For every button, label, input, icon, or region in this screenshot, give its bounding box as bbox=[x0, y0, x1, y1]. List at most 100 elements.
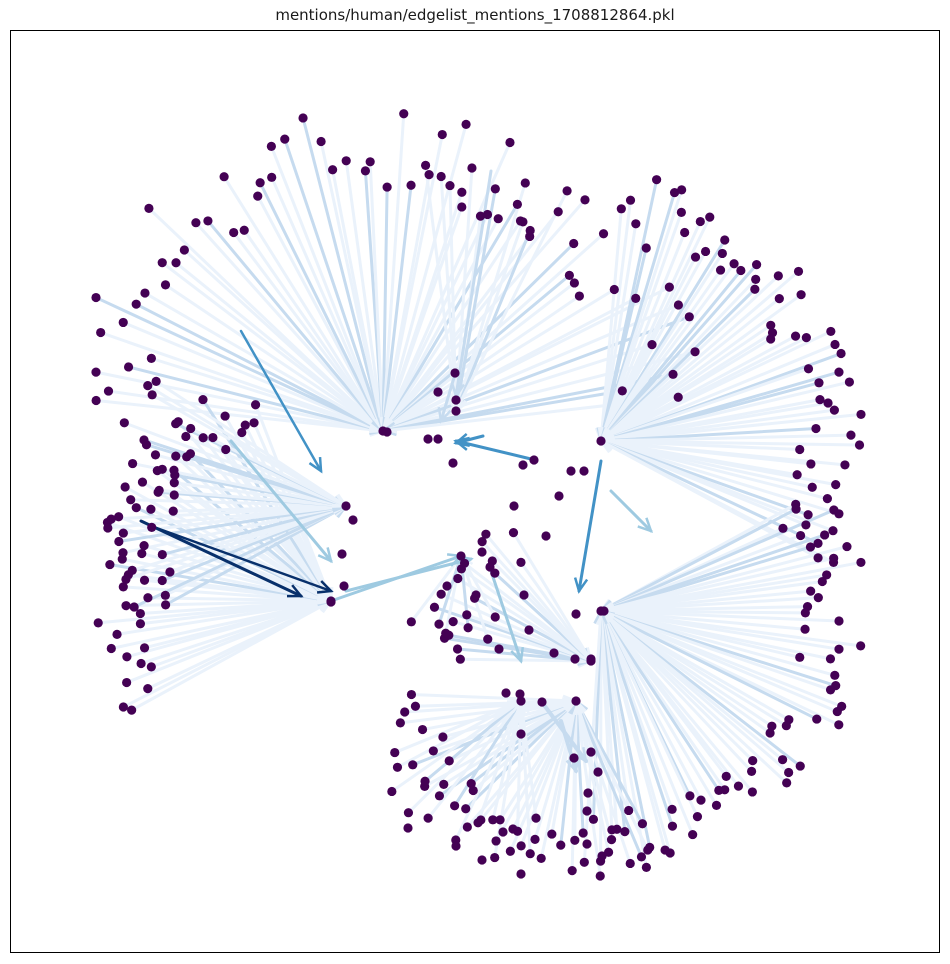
edge bbox=[454, 189, 569, 413]
graph-node bbox=[451, 841, 461, 851]
graph-node bbox=[531, 813, 541, 823]
graph-node bbox=[541, 531, 551, 541]
edge bbox=[423, 699, 523, 783]
graph-node bbox=[625, 858, 635, 869]
graph-node bbox=[667, 821, 678, 831]
graph-node bbox=[387, 786, 397, 797]
graph-node bbox=[525, 225, 535, 236]
graph-node bbox=[676, 207, 686, 218]
graph-node bbox=[516, 841, 526, 851]
edge bbox=[163, 283, 385, 433]
edge bbox=[599, 609, 841, 651]
graph-node bbox=[828, 526, 838, 536]
graph-node bbox=[198, 433, 208, 443]
graph-node bbox=[150, 450, 161, 460]
graph-node bbox=[796, 290, 806, 300]
edge bbox=[109, 599, 333, 651]
graph-node bbox=[825, 685, 836, 695]
graph-node bbox=[127, 565, 137, 575]
graph-node bbox=[811, 423, 821, 434]
graph-node bbox=[525, 849, 535, 859]
graph-node bbox=[221, 444, 231, 455]
graph-node bbox=[395, 718, 405, 728]
edge-strong-arrow bbox=[453, 432, 470, 447]
edge bbox=[381, 212, 489, 433]
graph-node bbox=[477, 855, 487, 865]
graph-node bbox=[547, 829, 557, 839]
graph-node bbox=[667, 804, 677, 814]
edge bbox=[463, 561, 593, 663]
graph-node bbox=[685, 791, 695, 801]
graph-node bbox=[139, 541, 149, 551]
graph-node bbox=[696, 795, 706, 805]
edge bbox=[599, 274, 780, 443]
edge bbox=[157, 488, 348, 508]
graph-node bbox=[436, 171, 446, 182]
graph-node bbox=[420, 776, 430, 786]
graph-node bbox=[406, 617, 416, 627]
graph-node bbox=[580, 195, 590, 205]
graph-node bbox=[471, 590, 481, 600]
graph-node bbox=[462, 610, 472, 620]
edge bbox=[242, 228, 385, 433]
edge bbox=[206, 219, 385, 433]
edge bbox=[381, 205, 464, 433]
graph-node bbox=[795, 761, 805, 771]
graph-node bbox=[844, 377, 855, 387]
graph-node bbox=[800, 608, 810, 618]
graph-node bbox=[139, 435, 149, 445]
edge bbox=[599, 230, 687, 443]
graph-node bbox=[673, 300, 684, 310]
edge bbox=[454, 187, 497, 413]
graph-node bbox=[437, 129, 447, 140]
graph-node bbox=[795, 652, 805, 662]
graph-node bbox=[586, 747, 596, 757]
edge-strong bbox=[454, 169, 493, 398]
edge bbox=[599, 609, 839, 714]
graph-node bbox=[690, 347, 700, 357]
edge bbox=[599, 439, 813, 466]
graph-node bbox=[820, 530, 830, 540]
graph-node bbox=[137, 548, 147, 559]
edge bbox=[174, 261, 385, 433]
graph-node bbox=[429, 602, 440, 612]
edge bbox=[599, 269, 801, 443]
graph-node bbox=[652, 175, 662, 185]
graph-node bbox=[185, 449, 196, 459]
edge bbox=[381, 122, 468, 433]
graph-node bbox=[736, 265, 746, 276]
graph-node bbox=[800, 624, 810, 634]
graph-node bbox=[463, 623, 473, 633]
node-layer bbox=[91, 109, 866, 881]
edge bbox=[599, 508, 836, 613]
edge bbox=[599, 246, 648, 443]
graph-node bbox=[186, 423, 196, 434]
edge bbox=[599, 609, 754, 773]
graph-node bbox=[434, 791, 445, 801]
graph-node bbox=[512, 826, 523, 836]
graph-node bbox=[410, 701, 421, 711]
graph-node bbox=[326, 597, 336, 607]
graph-node bbox=[680, 227, 690, 238]
graph-node bbox=[112, 629, 122, 639]
graph-node bbox=[121, 574, 131, 584]
graph-node bbox=[144, 203, 154, 213]
edge bbox=[381, 389, 624, 433]
graph-node bbox=[792, 470, 802, 480]
edge bbox=[283, 137, 385, 433]
edge bbox=[539, 699, 578, 860]
graph-node bbox=[179, 245, 189, 255]
graph-node bbox=[553, 207, 563, 217]
graph-node bbox=[814, 378, 824, 388]
graph-node bbox=[773, 271, 783, 281]
edge bbox=[390, 699, 523, 793]
graph-node bbox=[448, 458, 458, 468]
edge bbox=[599, 609, 721, 792]
graph-node bbox=[826, 326, 836, 337]
graph-node bbox=[806, 459, 816, 469]
graph-node bbox=[266, 141, 276, 151]
graph-node bbox=[143, 684, 153, 694]
edge bbox=[129, 498, 348, 508]
graph-node bbox=[617, 386, 627, 396]
graph-node bbox=[445, 180, 455, 191]
